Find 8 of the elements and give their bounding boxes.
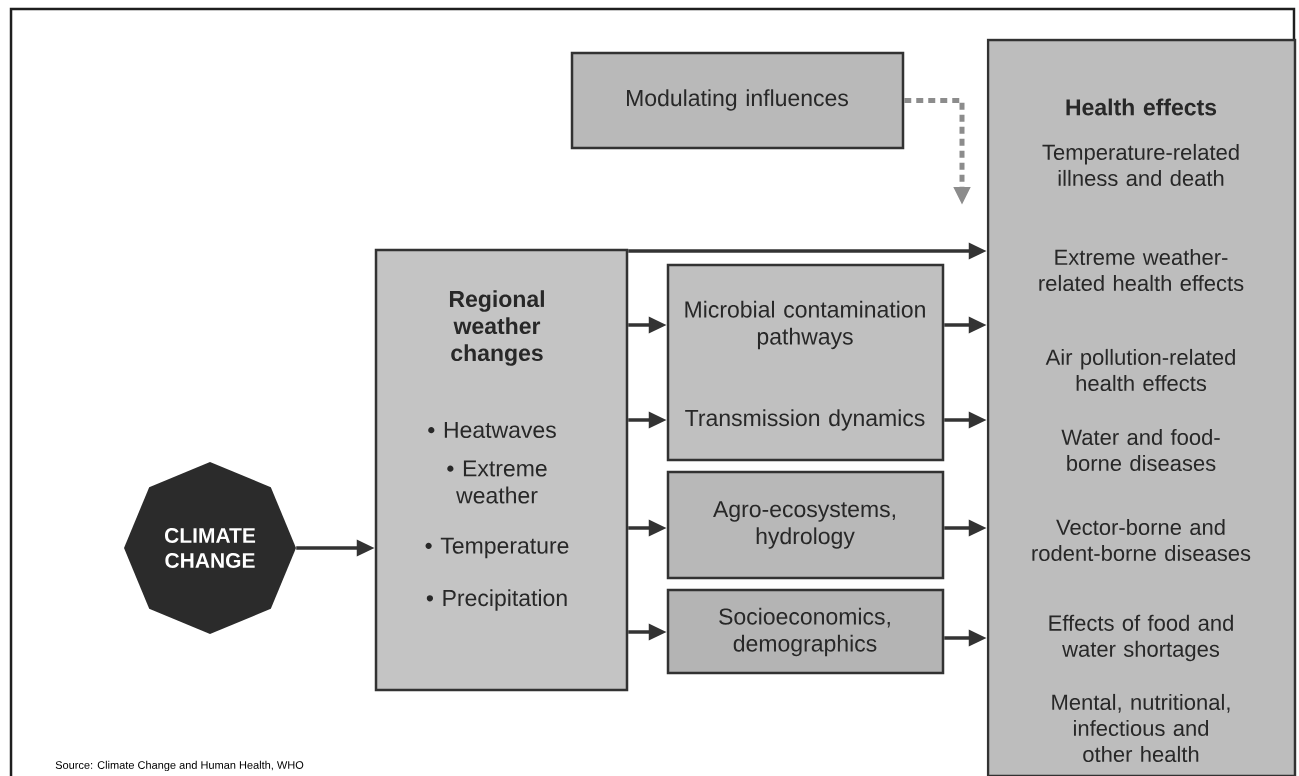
pathway-box: Agro-ecosystems, hydrology — [666, 470, 945, 580]
pathway-box: Microbial contamination pathways Transmission dynamics — [666, 263, 945, 462]
effects-box: Health effects Temperature-related illness and death Extreme weather-related health effects Air pollution-related health effects Water and food-borne diseases Vector-borne and rodent-borne diseases Effects of food and water shortages Mental, nutritional, infectious and other health — [986, 38, 1297, 776]
weather-box: Regional weather changes • Heatwaves • Extreme weather • Temperature • Precipitation — [374, 248, 629, 692]
influence-box: Modulating influences — [570, 51, 905, 150]
octagon-sign: CLIMATE CHANGE — [124, 462, 296, 634]
source-note: Source: Climate Change and Human Health, WHO — [55, 760, 304, 772]
pathway-box: Socioeconomics, demographics — [666, 588, 945, 675]
